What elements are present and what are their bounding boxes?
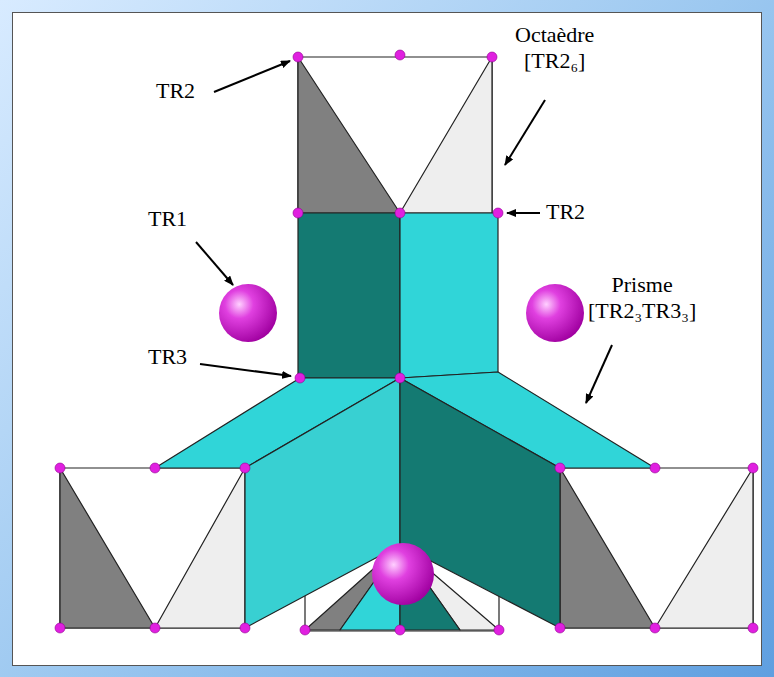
atom-label: Octaèdre [TR2₆]: [515, 22, 594, 75]
atom-label: TR1: [148, 206, 187, 232]
atom-label: TR2: [546, 199, 585, 225]
atom-label: Prisme [TR2₃TR3₃]: [588, 272, 696, 325]
atom-label: TR2: [156, 78, 195, 104]
atom-label: TR3: [148, 344, 187, 370]
